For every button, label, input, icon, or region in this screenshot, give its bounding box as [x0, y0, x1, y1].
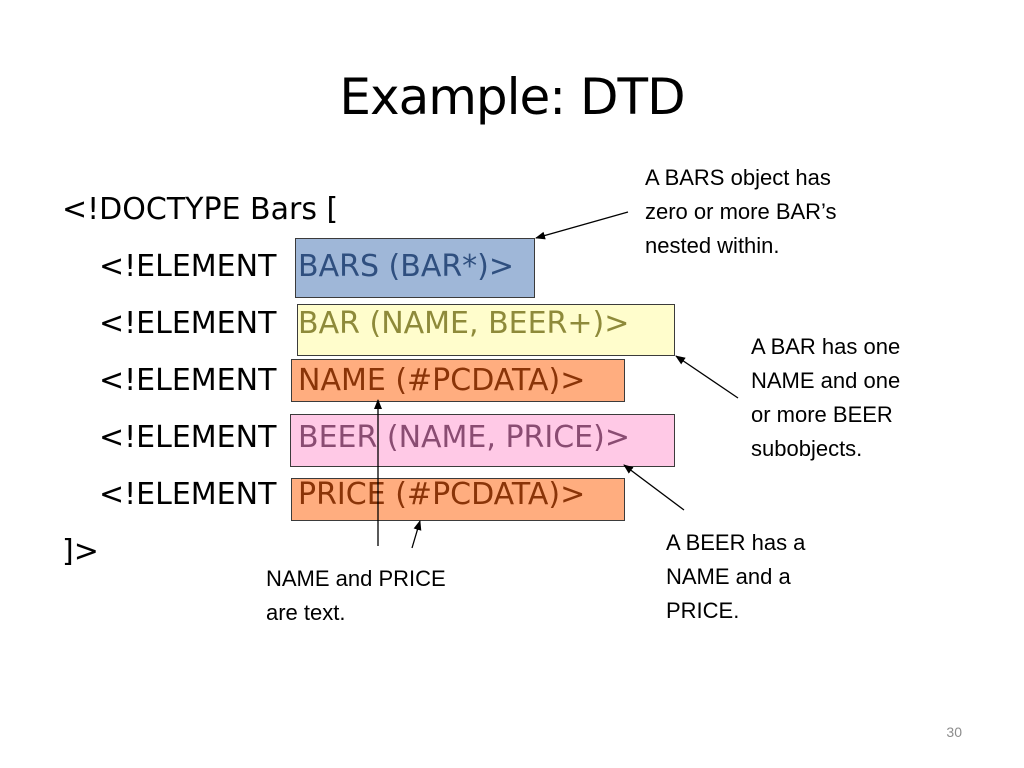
price-declaration: PRICE (#PCDATA)>	[298, 477, 586, 512]
element-keyword-1: <!ELEMENT	[99, 249, 277, 284]
name-declaration: NAME (#PCDATA)>	[298, 363, 586, 398]
bar-declaration: BAR (NAME, BEER+)>	[298, 306, 630, 341]
slide-title: Example: DTD	[339, 68, 685, 126]
doctype-open-line: <!DOCTYPE Bars [	[62, 192, 339, 227]
page-number: 30	[946, 724, 962, 740]
price-highlight-box	[291, 478, 625, 521]
beer-highlight-box	[290, 414, 675, 467]
bars-declaration: BARS (BAR*)>	[298, 249, 515, 284]
callout-bar: A BAR has one NAME and one or more BEER …	[751, 334, 901, 461]
arrow-to-price	[411, 520, 422, 549]
arrow-to-bar	[675, 355, 739, 399]
beer-declaration: BEER (NAME, PRICE)>	[298, 420, 630, 455]
name-highlight-box	[291, 359, 625, 402]
callout-text: NAME and PRICE are text.	[266, 566, 446, 625]
bar-highlight-box	[297, 304, 675, 356]
doctype-close-line: ]>	[62, 534, 99, 569]
callout-beer: A BEER has a NAME and a PRICE.	[666, 530, 806, 623]
element-keyword-2: <!ELEMENT	[99, 306, 277, 341]
callout-bars: A BARS object has zero or more BAR’s nes…	[645, 165, 837, 258]
element-keyword-4: <!ELEMENT	[99, 420, 277, 455]
bars-highlight-box	[295, 238, 535, 298]
arrow-to-bars	[535, 211, 629, 240]
element-keyword-3: <!ELEMENT	[99, 363, 277, 398]
element-keyword-5: <!ELEMENT	[99, 477, 277, 512]
arrow-to-beer	[623, 464, 685, 511]
